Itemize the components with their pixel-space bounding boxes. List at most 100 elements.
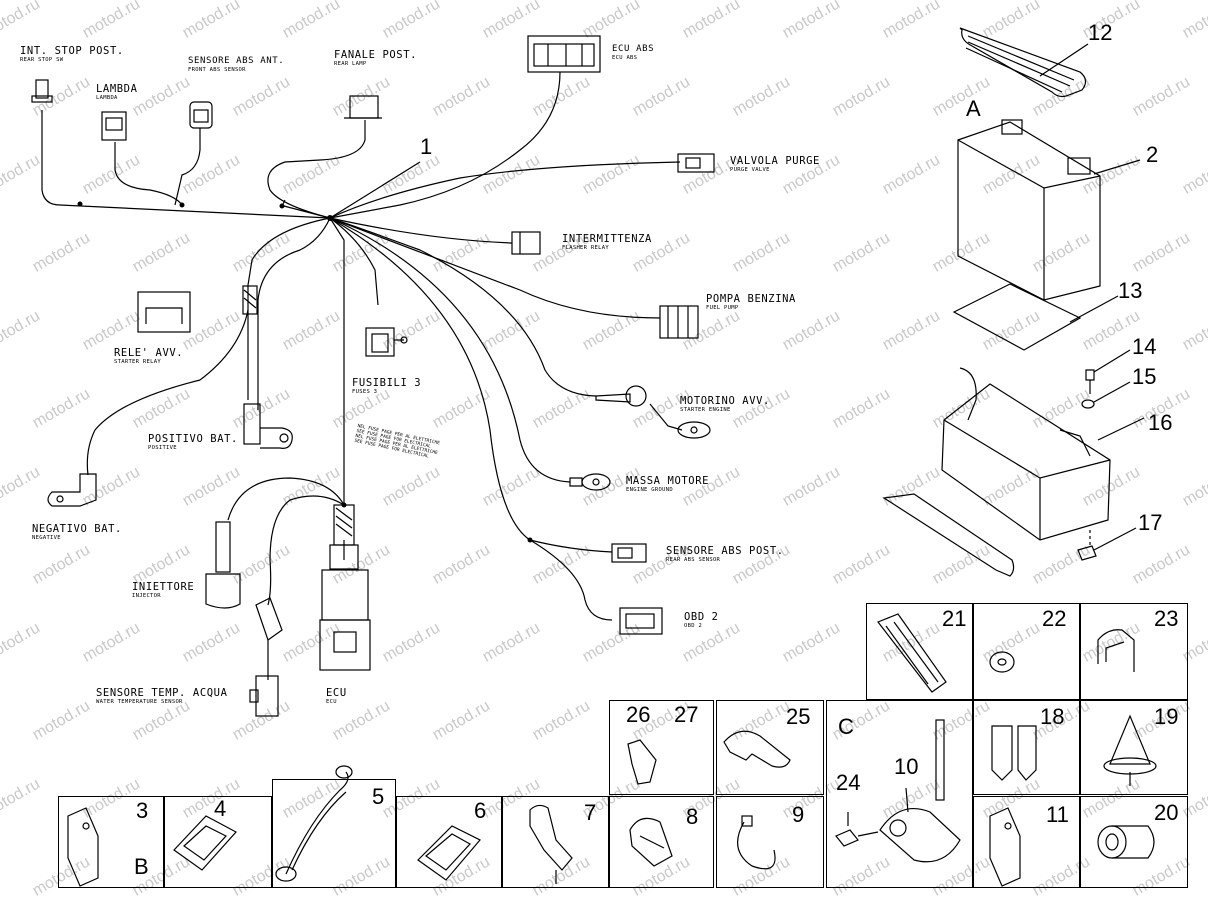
label-text: FUSIBILI 3 bbox=[352, 377, 422, 389]
label-sub: FLASHER RELAY bbox=[562, 245, 609, 251]
part-box-25 bbox=[716, 700, 824, 795]
label-text: LAMBDA bbox=[96, 83, 138, 95]
callout-1: 1 bbox=[420, 134, 433, 159]
part-box-c bbox=[826, 700, 973, 888]
fuse-holder bbox=[365, 327, 408, 357]
callout-16: 16 bbox=[1148, 410, 1173, 435]
connector-ecu-abs bbox=[527, 35, 601, 73]
label-sub: STARTER ENGINE bbox=[680, 407, 731, 413]
connector-rear-lamp bbox=[344, 95, 382, 119]
positive-terminal bbox=[243, 403, 293, 449]
label-text: MASSA MOTORE bbox=[626, 475, 710, 487]
label-sub: WATER TEMPERATURE SENSOR bbox=[96, 699, 183, 705]
label-sub: REAR LAMP bbox=[334, 61, 367, 67]
callout-11: 11 bbox=[1046, 802, 1069, 827]
label-text: VALVOLA PURGE bbox=[730, 155, 820, 167]
callout-5: 5 bbox=[372, 784, 385, 809]
part-box-6 bbox=[396, 796, 502, 888]
label-sub: REAR ABS SENSOR bbox=[666, 557, 721, 563]
label-motorino-avv: MOTORINO AVV.STARTER ENGINE bbox=[680, 396, 770, 414]
label-sub: OBD 2 bbox=[684, 623, 703, 629]
negative-terminal bbox=[47, 473, 97, 507]
callout-13: 13 bbox=[1118, 278, 1143, 303]
label-sensore-abs-post: SENSORE ABS POST.REAR ABS SENSOR bbox=[666, 546, 784, 564]
label-sub: STARTER RELAY bbox=[114, 359, 161, 365]
callout-10: 10 bbox=[894, 754, 919, 779]
callout-21: 21 bbox=[942, 606, 967, 631]
label-text: SENSORE ABS ANT. bbox=[188, 56, 285, 66]
label-sub: INJECTOR bbox=[132, 593, 161, 599]
label-text: MOTORINO AVV. bbox=[680, 395, 770, 407]
connector-lambda bbox=[101, 111, 127, 141]
part-clip-17 bbox=[1077, 527, 1137, 561]
callout-9: 9 bbox=[792, 802, 805, 827]
part-box-3 bbox=[58, 796, 164, 888]
label-text: INTERMITTENZA bbox=[562, 233, 652, 245]
starter-motor-terminal bbox=[595, 385, 711, 439]
connector-abs-front bbox=[189, 101, 213, 129]
part-box-22 bbox=[973, 603, 1080, 700]
connector-int-stop bbox=[31, 79, 53, 103]
label-text: INT. STOP POST. bbox=[20, 45, 124, 57]
part-box-19 bbox=[1080, 700, 1188, 795]
part-battery-2 bbox=[957, 119, 1141, 301]
label-text: ECU ABS bbox=[612, 44, 655, 54]
junction-dots bbox=[77, 201, 533, 543]
callout-15: 15 bbox=[1132, 364, 1157, 389]
label-text: INIETTORE bbox=[132, 581, 195, 593]
callout-12: 12 bbox=[1088, 20, 1113, 45]
connector-flasher bbox=[511, 231, 541, 255]
label-text: ECU bbox=[326, 687, 347, 699]
label-text: RELE' AVV. bbox=[114, 347, 184, 359]
callout-27: 27 bbox=[674, 702, 699, 727]
label-sub: PURGE VALVE bbox=[730, 167, 770, 173]
part-box-9 bbox=[716, 796, 824, 888]
callout-6: 6 bbox=[474, 798, 487, 823]
label-sub: REAR STOP SW bbox=[20, 57, 64, 63]
connector-abs-rear bbox=[611, 543, 647, 563]
label-int-stop-post: INT. STOP POST.REAR STOP SW bbox=[20, 46, 124, 64]
part-box-7 bbox=[502, 796, 609, 888]
part-box-21 bbox=[866, 603, 973, 700]
connector-purge-valve bbox=[677, 153, 715, 173]
harness-wires bbox=[41, 71, 681, 680]
letter-c: C bbox=[838, 714, 854, 739]
label-sub: FUEL PUMP bbox=[706, 305, 739, 311]
part-battery-tray-16 bbox=[882, 367, 1145, 577]
label-sensore-abs-ant: SENSORE ABS ANT.FRONT ABS SENSOR bbox=[188, 56, 284, 74]
label-sub: FUSES 3 bbox=[352, 389, 378, 395]
label-text: SENSORE ABS POST. bbox=[666, 545, 784, 557]
label-sub: ECU bbox=[326, 699, 337, 705]
connector-fuel-pump bbox=[659, 305, 699, 339]
label-sub: FRONT ABS SENSOR bbox=[188, 67, 246, 73]
label-sub: NEGATIVE bbox=[32, 535, 61, 541]
callout-25: 25 bbox=[786, 704, 811, 729]
callout-14: 14 bbox=[1132, 334, 1157, 359]
part-box-18 bbox=[973, 700, 1080, 795]
part-strap-12 bbox=[959, 27, 1089, 98]
label-sub: POSITIVE bbox=[148, 445, 177, 451]
callout-24: 24 bbox=[836, 770, 861, 795]
callout-8: 8 bbox=[686, 804, 699, 829]
label-rele-avv: RELE' AVV.STARTER RELAY bbox=[114, 348, 183, 366]
connector-injector bbox=[205, 521, 241, 609]
label-text: POSITIVO BAT. bbox=[148, 433, 238, 445]
callout-26: 26 bbox=[626, 702, 651, 727]
callout-18: 18 bbox=[1040, 704, 1065, 729]
callout-7: 7 bbox=[584, 800, 597, 825]
callout-22: 22 bbox=[1042, 606, 1067, 631]
callout-20: 20 bbox=[1154, 800, 1179, 825]
part-box-5 bbox=[272, 779, 396, 888]
callout-23: 23 bbox=[1154, 606, 1179, 631]
part-box-8 bbox=[609, 796, 714, 888]
